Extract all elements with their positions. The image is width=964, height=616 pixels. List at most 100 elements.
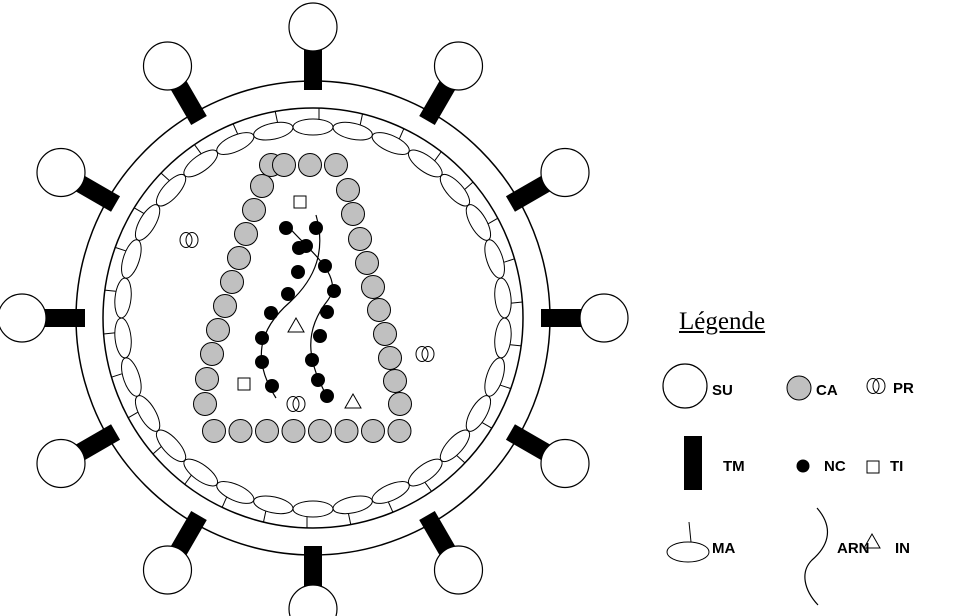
ca-capsid-circle <box>235 223 258 246</box>
legend-label-pr: PR <box>893 380 914 397</box>
ca-capsid-circle <box>362 276 385 299</box>
envelope-glycoprotein-spikes <box>0 3 628 616</box>
ma-matrix-ellipse <box>481 356 509 399</box>
ca-capsid-circle <box>201 343 224 366</box>
matrix-protein-unit <box>436 163 483 211</box>
ma-stem <box>435 152 441 161</box>
legend-label-ti: TI <box>890 458 903 475</box>
nucleocapsid-proteins <box>255 221 341 403</box>
ma-stem <box>512 302 523 303</box>
legend-label-ca: CA <box>816 382 838 399</box>
nc-nucleocapsid-dot <box>265 379 279 393</box>
nc-nucleocapsid-dot <box>311 373 325 387</box>
legend-pr-double-ring-icon <box>867 379 885 394</box>
envelope-outer-ring <box>76 81 550 555</box>
matrix-protein-unit <box>107 234 145 280</box>
envelope-spike <box>41 309 85 327</box>
matrix-protein-unit <box>250 493 295 528</box>
legend-label-nc: NC <box>824 458 846 475</box>
legend-ti-square-icon <box>867 461 879 473</box>
ma-matrix-ellipse <box>214 128 257 159</box>
ma-matrix-ellipse <box>113 277 133 318</box>
matrix-protein-unit <box>436 426 483 474</box>
ma-matrix-ellipse <box>331 493 373 517</box>
ma-stem <box>510 345 521 346</box>
tm-transmembrane-bar <box>304 46 322 90</box>
legend-ma-stem-icon <box>689 522 691 542</box>
legend-label-ma: MA <box>712 540 735 557</box>
su-surface-circle <box>541 440 589 488</box>
ca-capsid-circle <box>203 420 226 443</box>
ma-matrix-ellipse <box>369 128 412 159</box>
legend-symbols <box>663 364 885 605</box>
legend-label-tm: TM <box>723 458 745 475</box>
ma-stem <box>488 218 498 224</box>
reverse-transcriptase-square <box>294 196 306 208</box>
su-surface-circle <box>289 3 337 51</box>
ca-capsid-circle <box>251 175 274 198</box>
ma-matrix-ellipse <box>214 477 257 508</box>
ma-stem <box>263 511 265 522</box>
ca-capsid-circle <box>229 420 252 443</box>
matrix-protein-unit <box>250 108 295 143</box>
ca-capsid-circle <box>379 347 402 370</box>
su-surface-circle <box>435 546 483 594</box>
su-surface-circle <box>37 149 85 197</box>
matrix-protein-unit <box>293 108 333 135</box>
matrix-protein-unit <box>481 234 519 280</box>
envelope-spike <box>304 546 322 590</box>
ca-capsid-circle <box>388 420 411 443</box>
envelope-spike <box>541 309 585 327</box>
ma-stem <box>115 247 125 250</box>
integrase-triangle <box>288 318 304 332</box>
nc-nucleocapsid-dot <box>299 239 313 253</box>
legend-title: Légende <box>679 308 765 336</box>
ca-capsid-circle <box>256 420 279 443</box>
ma-stem <box>128 412 138 418</box>
ma-stem <box>134 208 144 214</box>
nc-nucleocapsid-dot <box>291 265 305 279</box>
ca-capsid-circle <box>243 199 266 222</box>
ma-stem <box>105 290 116 291</box>
su-surface-circle <box>580 294 628 342</box>
su-surface-circle <box>144 42 192 90</box>
su-surface-circle <box>0 294 46 342</box>
nc-nucleocapsid-dot <box>305 353 319 367</box>
nc-nucleocapsid-dot <box>327 284 341 298</box>
legend-tm-bar-icon <box>684 436 702 490</box>
integrase-triangle <box>345 394 361 408</box>
ma-matrix-ellipse <box>493 277 513 318</box>
ca-capsid-circle <box>349 228 372 251</box>
tm-transmembrane-bar <box>304 546 322 590</box>
ca-capsid-circle <box>273 154 296 177</box>
ma-stem <box>275 111 277 122</box>
ma-matrix-ellipse <box>493 317 513 358</box>
ma-stem <box>500 385 510 388</box>
ma-stem <box>222 497 226 507</box>
su-surface-circle <box>144 546 192 594</box>
matrix-protein-unit <box>144 163 191 211</box>
ma-matrix-ellipse <box>293 119 333 135</box>
matrix-protein-unit <box>481 356 519 402</box>
ca-capsid-circle <box>214 295 237 318</box>
ma-stem <box>425 483 431 492</box>
nc-nucleocapsid-dot <box>320 305 334 319</box>
ma-stem <box>233 124 237 134</box>
ma-stem <box>194 145 200 154</box>
ca-capsid-circle <box>374 323 397 346</box>
ca-capsid-circle <box>325 154 348 177</box>
ca-capsid-circle <box>389 393 412 416</box>
ca-capsid-circle <box>282 420 305 443</box>
envelope-spike <box>304 46 322 90</box>
ca-capsid-circle <box>194 393 217 416</box>
matrix-protein-unit <box>331 108 376 143</box>
ma-stem <box>349 514 351 525</box>
nc-nucleocapsid-dot <box>281 287 295 301</box>
legend-label-arn: ARN <box>837 540 870 557</box>
ma-stem <box>104 333 115 334</box>
matrix-protein-unit <box>331 493 376 528</box>
ma-stem <box>185 475 191 484</box>
ma-matrix-ellipse <box>369 477 412 508</box>
nc-nucleocapsid-dot <box>255 331 269 345</box>
